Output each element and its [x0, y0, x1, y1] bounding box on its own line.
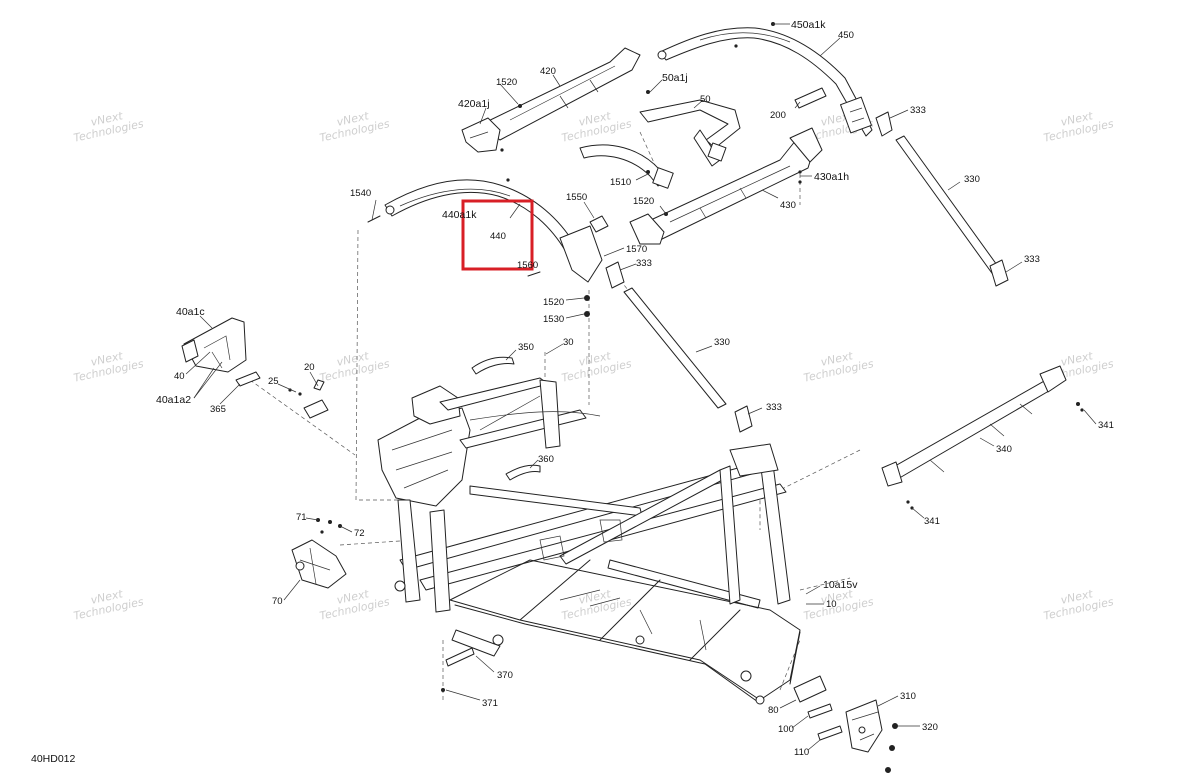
callout-330: 330 [964, 174, 980, 185]
callout-1560: 1560 [517, 260, 538, 271]
callout-40a1a2: 40a1a2 [156, 394, 191, 406]
part-40-bracket [181, 317, 247, 373]
callout-20: 20 [304, 362, 315, 373]
callout-430a1h: 430a1h [814, 171, 849, 183]
callout-341-b: 341 [924, 516, 940, 527]
callout-10a15v: 10a15v [823, 579, 858, 591]
callout-1510: 1510 [610, 177, 631, 188]
part-430-upper-bar-right [629, 127, 823, 245]
callout-1520-c: 1520 [543, 297, 564, 308]
part-310-bracket [845, 699, 883, 753]
callout-70: 70 [272, 596, 283, 607]
watermark: vNext Technologies [802, 349, 875, 384]
callout-333-d: 333 [766, 402, 782, 413]
part-450-rear-upper-bar [657, 27, 873, 137]
part-80-bracket [793, 675, 827, 703]
callout-330-b: 330 [714, 337, 730, 348]
fasteners-320 [885, 723, 898, 773]
callout-71: 71 [296, 512, 307, 523]
part-370-rod [441, 647, 475, 692]
part-70-bracket [291, 518, 347, 589]
part-110-plate [817, 725, 843, 741]
callout-320: 320 [922, 722, 938, 733]
diagram-code: 40HD012 [31, 753, 76, 765]
callout-50a1j: 50a1j [662, 72, 688, 84]
leader-lines [185, 23, 1097, 751]
callout-430: 430 [780, 200, 796, 211]
callout-333-b: 333 [636, 258, 652, 269]
watermark: vNext Technologies [560, 349, 633, 384]
callout-450a1k: 450a1k [791, 19, 826, 31]
callout-350: 350 [518, 342, 534, 353]
watermark: vNext Technologies [318, 109, 391, 144]
part-350-handle [471, 356, 515, 375]
fasteners-top [367, 22, 802, 317]
part-365-plate [235, 371, 261, 387]
watermark: vNext Technologies [72, 109, 145, 144]
highlight-box-440 [461, 199, 534, 271]
callout-25: 25 [268, 376, 279, 387]
callout-420a1j: 420a1j [458, 98, 490, 110]
callout-72: 72 [354, 528, 365, 539]
callout-1570: 1570 [626, 244, 647, 255]
callout-440a1k: 440a1k [442, 209, 477, 221]
watermark: vNext Technologies [1042, 587, 1115, 622]
callout-360: 360 [538, 454, 554, 465]
callout-310: 310 [900, 691, 916, 702]
callout-365: 365 [210, 404, 226, 415]
part-100-plate [807, 703, 833, 719]
callout-1540: 1540 [350, 188, 371, 199]
callout-333-c: 333 [1024, 254, 1040, 265]
callout-1520: 1520 [496, 77, 517, 88]
callout-50: 50 [700, 94, 711, 105]
callout-450: 450 [838, 30, 854, 41]
callout-labels: 450a1k 450 420 1520 420a1j 50a1j 50 200 … [156, 19, 1114, 758]
part-200-tube [794, 87, 827, 109]
watermark: vNext Technologies [1042, 109, 1115, 144]
callout-333: 333 [910, 105, 926, 116]
part-420-upper-bar-left [461, 47, 641, 153]
part-20-bracket [288, 379, 329, 419]
callout-420: 420 [540, 66, 556, 77]
part-330-tube-front [605, 261, 753, 433]
watermark: vNext Technologies [318, 587, 391, 622]
callout-340: 340 [996, 444, 1012, 455]
callout-30: 30 [563, 337, 574, 348]
callout-100: 100 [778, 724, 794, 735]
watermark: vNext Technologies [318, 349, 391, 384]
callout-341: 341 [1098, 420, 1114, 431]
callout-40: 40 [174, 371, 185, 382]
callout-200: 200 [770, 110, 786, 121]
callout-80: 80 [768, 705, 779, 716]
watermark: vNext Technologies [72, 349, 145, 384]
callout-40a1c: 40a1c [176, 306, 205, 318]
part-330-tube-rear [875, 111, 1009, 287]
callout-110: 110 [794, 747, 809, 758]
callout-371: 371 [482, 698, 498, 709]
watermark: vNext Technologies [560, 109, 633, 144]
callout-370: 370 [497, 670, 513, 681]
callout-10: 10 [826, 599, 837, 610]
part-1550-clip [589, 215, 609, 233]
part-440-upper-arch [384, 179, 603, 283]
callout-1550: 1550 [566, 192, 587, 203]
part-10-main-frame [377, 377, 801, 705]
part-340-side-bar [881, 365, 1084, 510]
part-50-cross-brace [579, 99, 741, 189]
callout-440: 440 [490, 231, 506, 242]
part-360-handle [505, 464, 541, 481]
watermark: vNext Technologies [72, 587, 145, 622]
callout-1520-b: 1520 [633, 196, 654, 207]
callout-1530: 1530 [543, 314, 564, 325]
